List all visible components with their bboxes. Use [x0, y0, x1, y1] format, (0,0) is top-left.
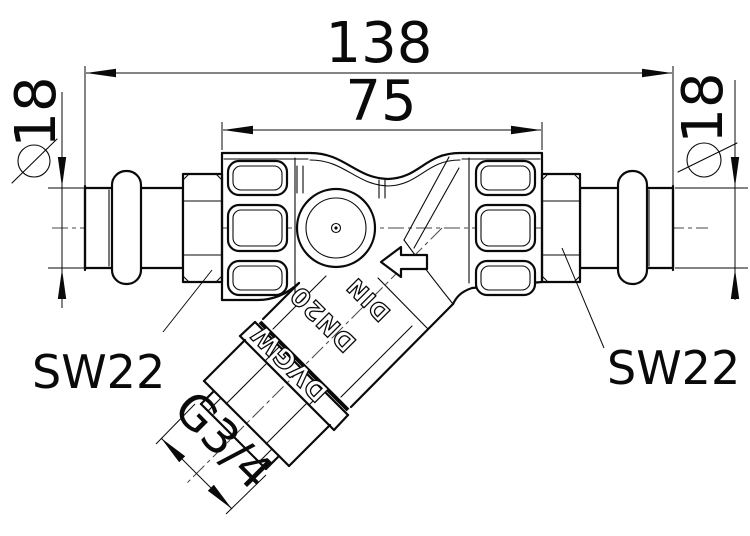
dim-body-length: 75	[221, 69, 543, 150]
leader-right	[561, 247, 605, 349]
body-boss	[295, 187, 377, 269]
dim-18-left-label: 18	[4, 76, 69, 147]
dim-75-label: 75	[345, 69, 416, 134]
press-bead-left	[110, 169, 143, 286]
sw22-left-label: SW22	[32, 345, 165, 399]
flow-direction-arrow	[379, 245, 429, 279]
dim-thread: G3/4	[155, 380, 284, 515]
left-press-connection	[83, 169, 224, 286]
dim-diameter-right: 18	[671, 72, 748, 300]
wrench-size-labels: SW22 SW22	[32, 247, 740, 399]
strainer-cap-hex	[202, 338, 332, 468]
marking-din: DIN	[342, 272, 396, 326]
strainer-cap-end	[199, 389, 281, 471]
strainer-branch	[199, 275, 455, 471]
dim-g34-label: G3/4	[163, 380, 284, 501]
sw22-right-label: SW22	[607, 341, 740, 395]
dim-138-label: 138	[326, 11, 433, 76]
hex-nut-right	[540, 172, 582, 284]
diameter-symbol-right	[677, 142, 738, 178]
press-bead-right	[616, 169, 649, 286]
diameter-symbol-left	[11, 138, 58, 184]
rib-slots-left	[226, 159, 289, 297]
rib-slots-right	[474, 159, 537, 297]
valve-body	[220, 151, 544, 306]
dim-diameter-left: 18	[4, 76, 84, 308]
right-press-connection	[540, 169, 675, 286]
dim-overall-length: 138	[84, 11, 674, 186]
dim-18-right-label: 18	[671, 72, 736, 143]
hex-nut-left	[181, 172, 224, 284]
leader-left	[162, 269, 213, 333]
